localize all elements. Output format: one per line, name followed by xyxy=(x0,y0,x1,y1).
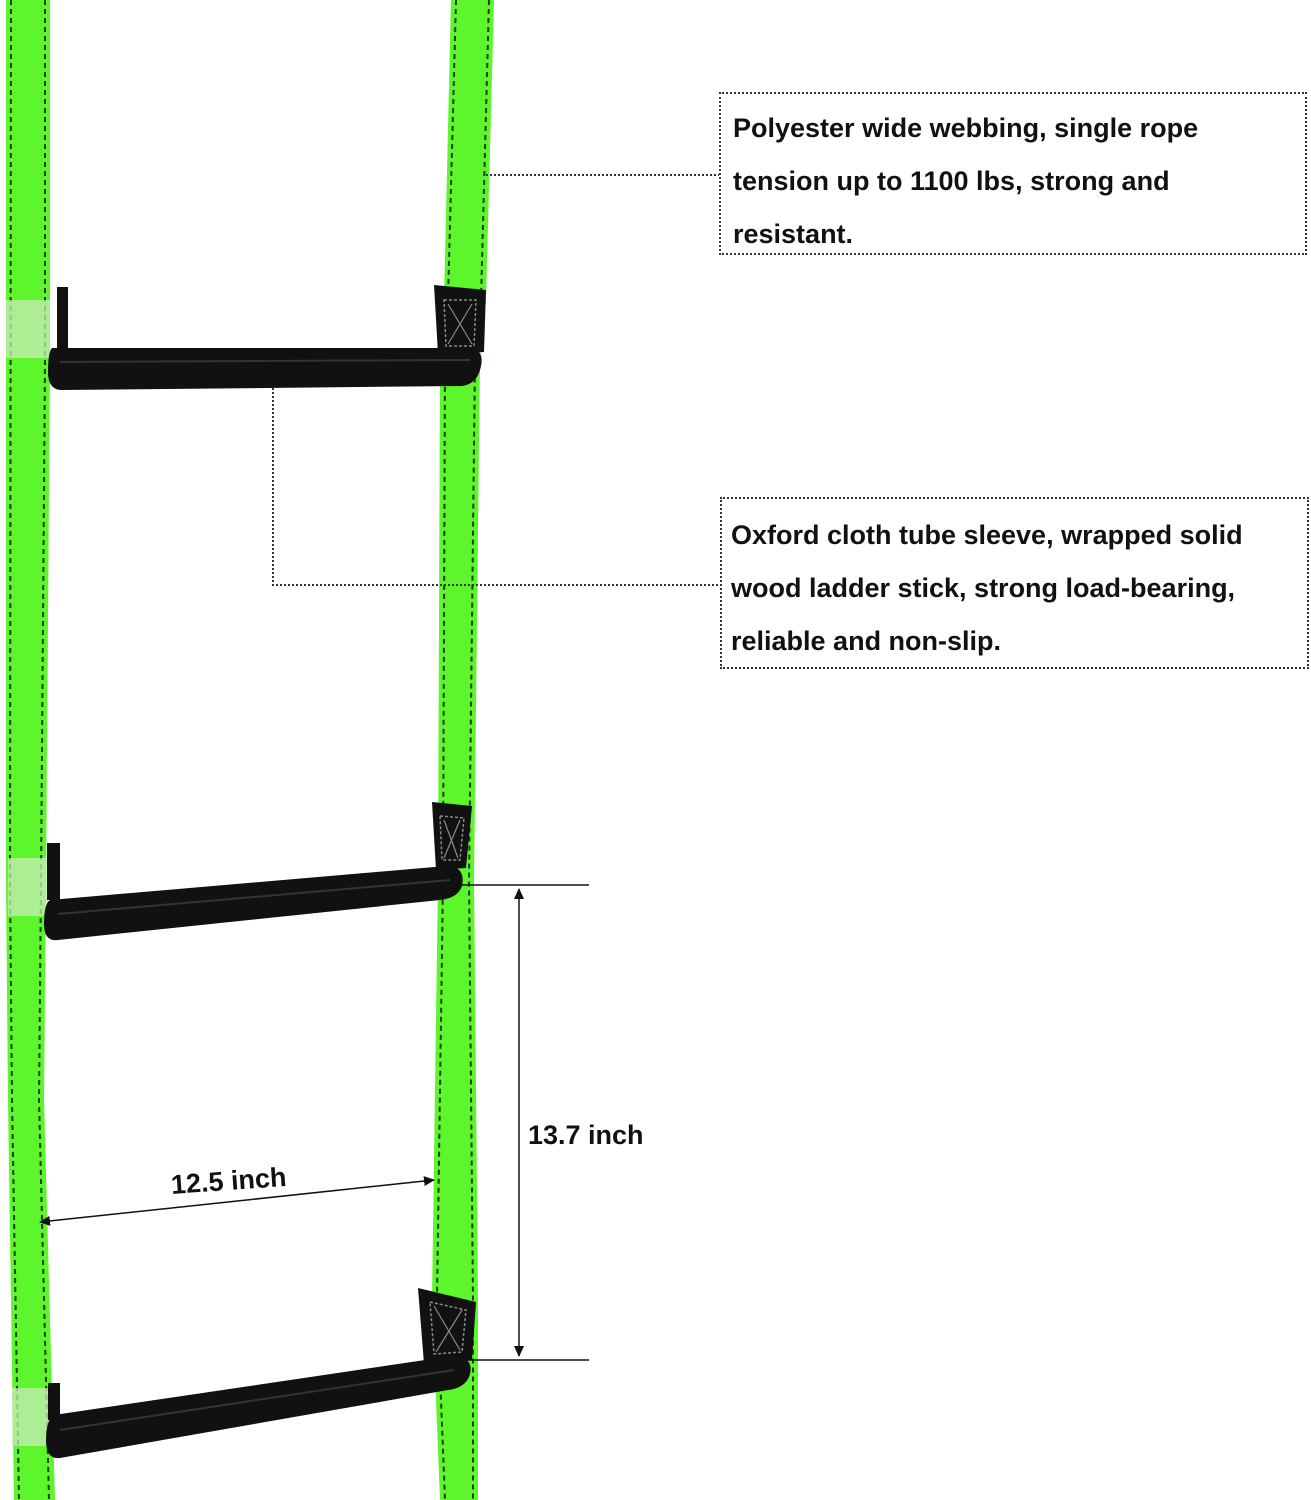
rung-spacing-label: 13.7 inch xyxy=(528,1120,644,1150)
webbing-callout-line-2: tension up to 1100 lbs, strong and xyxy=(733,166,1170,196)
rung-spacing-dimension xyxy=(462,884,589,1361)
webbing-callout-line-1: Polyester wide webbing, single rope xyxy=(733,113,1199,143)
sleeve-leader-line xyxy=(272,388,720,586)
right-webbing-strap xyxy=(432,0,494,1500)
ladder-rung-bottom xyxy=(46,1288,476,1459)
webbing-callout-line-3: resistant. xyxy=(733,219,854,249)
sleeve-callout-line-2: wood ladder stick, strong load-bearing, xyxy=(731,573,1236,603)
sleeve-callout: Oxford cloth tube sleeve, wrapped solid … xyxy=(720,497,1309,669)
ladder-rung-middle xyxy=(44,802,472,941)
sleeve-callout-line-1: Oxford cloth tube sleeve, wrapped solid xyxy=(731,520,1243,550)
left-webbing-strap xyxy=(6,0,55,1500)
rung-width-dimension xyxy=(39,1176,435,1226)
ladder-rung-top xyxy=(48,285,486,390)
webbing-callout: Polyester wide webbing, single rope tens… xyxy=(719,92,1307,255)
sleeve-callout-line-3: reliable and non-slip. xyxy=(731,626,1002,656)
